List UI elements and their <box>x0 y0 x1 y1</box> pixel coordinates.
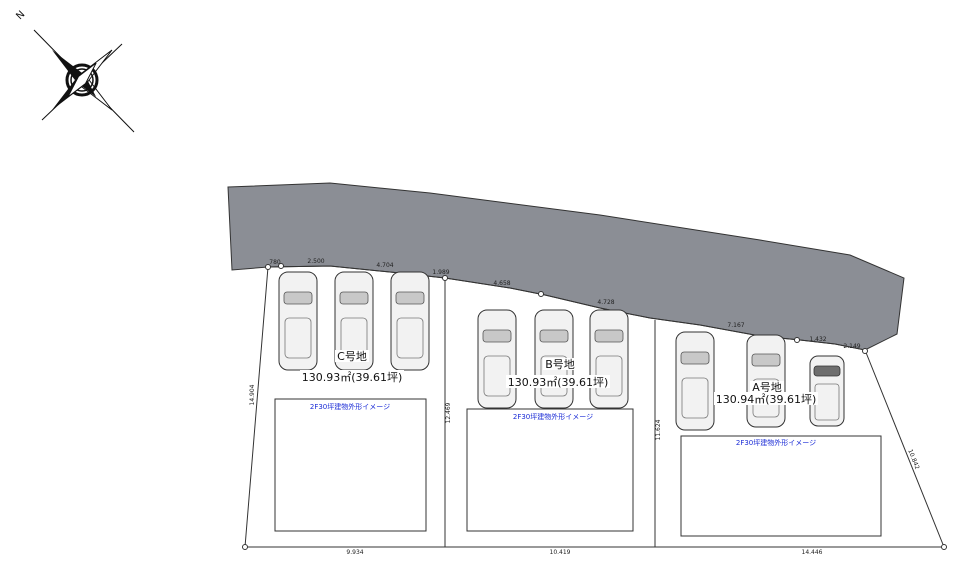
building-outline-a <box>680 435 882 537</box>
dimension-label: 1.432 <box>809 336 826 343</box>
lot-name-bg <box>750 381 784 393</box>
lot-area-bg <box>714 392 818 405</box>
dimension-label: 7.167 <box>727 322 744 329</box>
boundary-marker <box>862 348 868 354</box>
lot-area-c: 130.93㎡(39.61坪) <box>302 371 403 384</box>
car <box>675 331 715 431</box>
dimension-label: 10.419 <box>550 549 571 556</box>
boundary-marker <box>794 337 800 343</box>
car <box>390 271 430 371</box>
dimension-label: 14.904 <box>249 384 256 405</box>
lot-area-bg <box>506 375 610 388</box>
building-label-b: 2F30坪建物外形イメージ <box>513 412 593 421</box>
dimension-label: 12.469 <box>445 402 452 423</box>
compass-ring <box>65 63 99 97</box>
dimension-label: 11.624 <box>655 419 662 440</box>
dimension-label: 2.149 <box>843 343 860 350</box>
lot-name-b: B号地 <box>545 358 575 371</box>
dimension-label: 4.704 <box>376 262 393 269</box>
boundary-marker <box>278 263 284 269</box>
dimension-label: 780 <box>269 259 281 266</box>
dimension-label: 4.658 <box>493 280 510 287</box>
car <box>477 309 517 409</box>
building-outline-c <box>274 398 427 532</box>
compass-rose: N <box>14 9 135 133</box>
lot-area-b: 130.93㎡(39.61坪) <box>508 376 609 389</box>
lot-name-c: C号地 <box>337 350 367 363</box>
dimension-label: 2.500 <box>307 258 324 265</box>
building-outline-b <box>466 408 634 532</box>
lot-area-bg <box>300 370 404 383</box>
compass-north-label: N <box>14 9 27 22</box>
lot-name-a: A号地 <box>752 381 782 394</box>
car <box>589 309 629 409</box>
car <box>278 271 318 371</box>
boundary-marker <box>941 544 947 550</box>
boundary-marker <box>442 275 448 281</box>
lot-name-bg <box>543 358 577 370</box>
compact-car <box>809 355 845 427</box>
dimension-label: 1.989 <box>432 269 449 276</box>
lot-area-a: 130.94㎡(39.61坪) <box>716 393 817 406</box>
boundary-marker <box>265 264 271 270</box>
building-label-c: 2F30坪建物外形イメージ <box>310 402 390 411</box>
dimension-label: 14.446 <box>802 549 823 556</box>
compass-inner-ring <box>70 68 94 92</box>
boundary-markers <box>242 263 947 550</box>
dimension-label: 4.728 <box>597 299 614 306</box>
boundary-marker <box>538 291 544 297</box>
boundary-marker <box>242 544 248 550</box>
building-label-a: 2F30坪建物外形イメージ <box>736 438 816 447</box>
dimension-label: 9.934 <box>346 549 363 556</box>
lot-name-bg <box>335 350 369 362</box>
compass-diamond-light <box>67 62 97 98</box>
dimension-label: 10.842 <box>906 448 920 470</box>
